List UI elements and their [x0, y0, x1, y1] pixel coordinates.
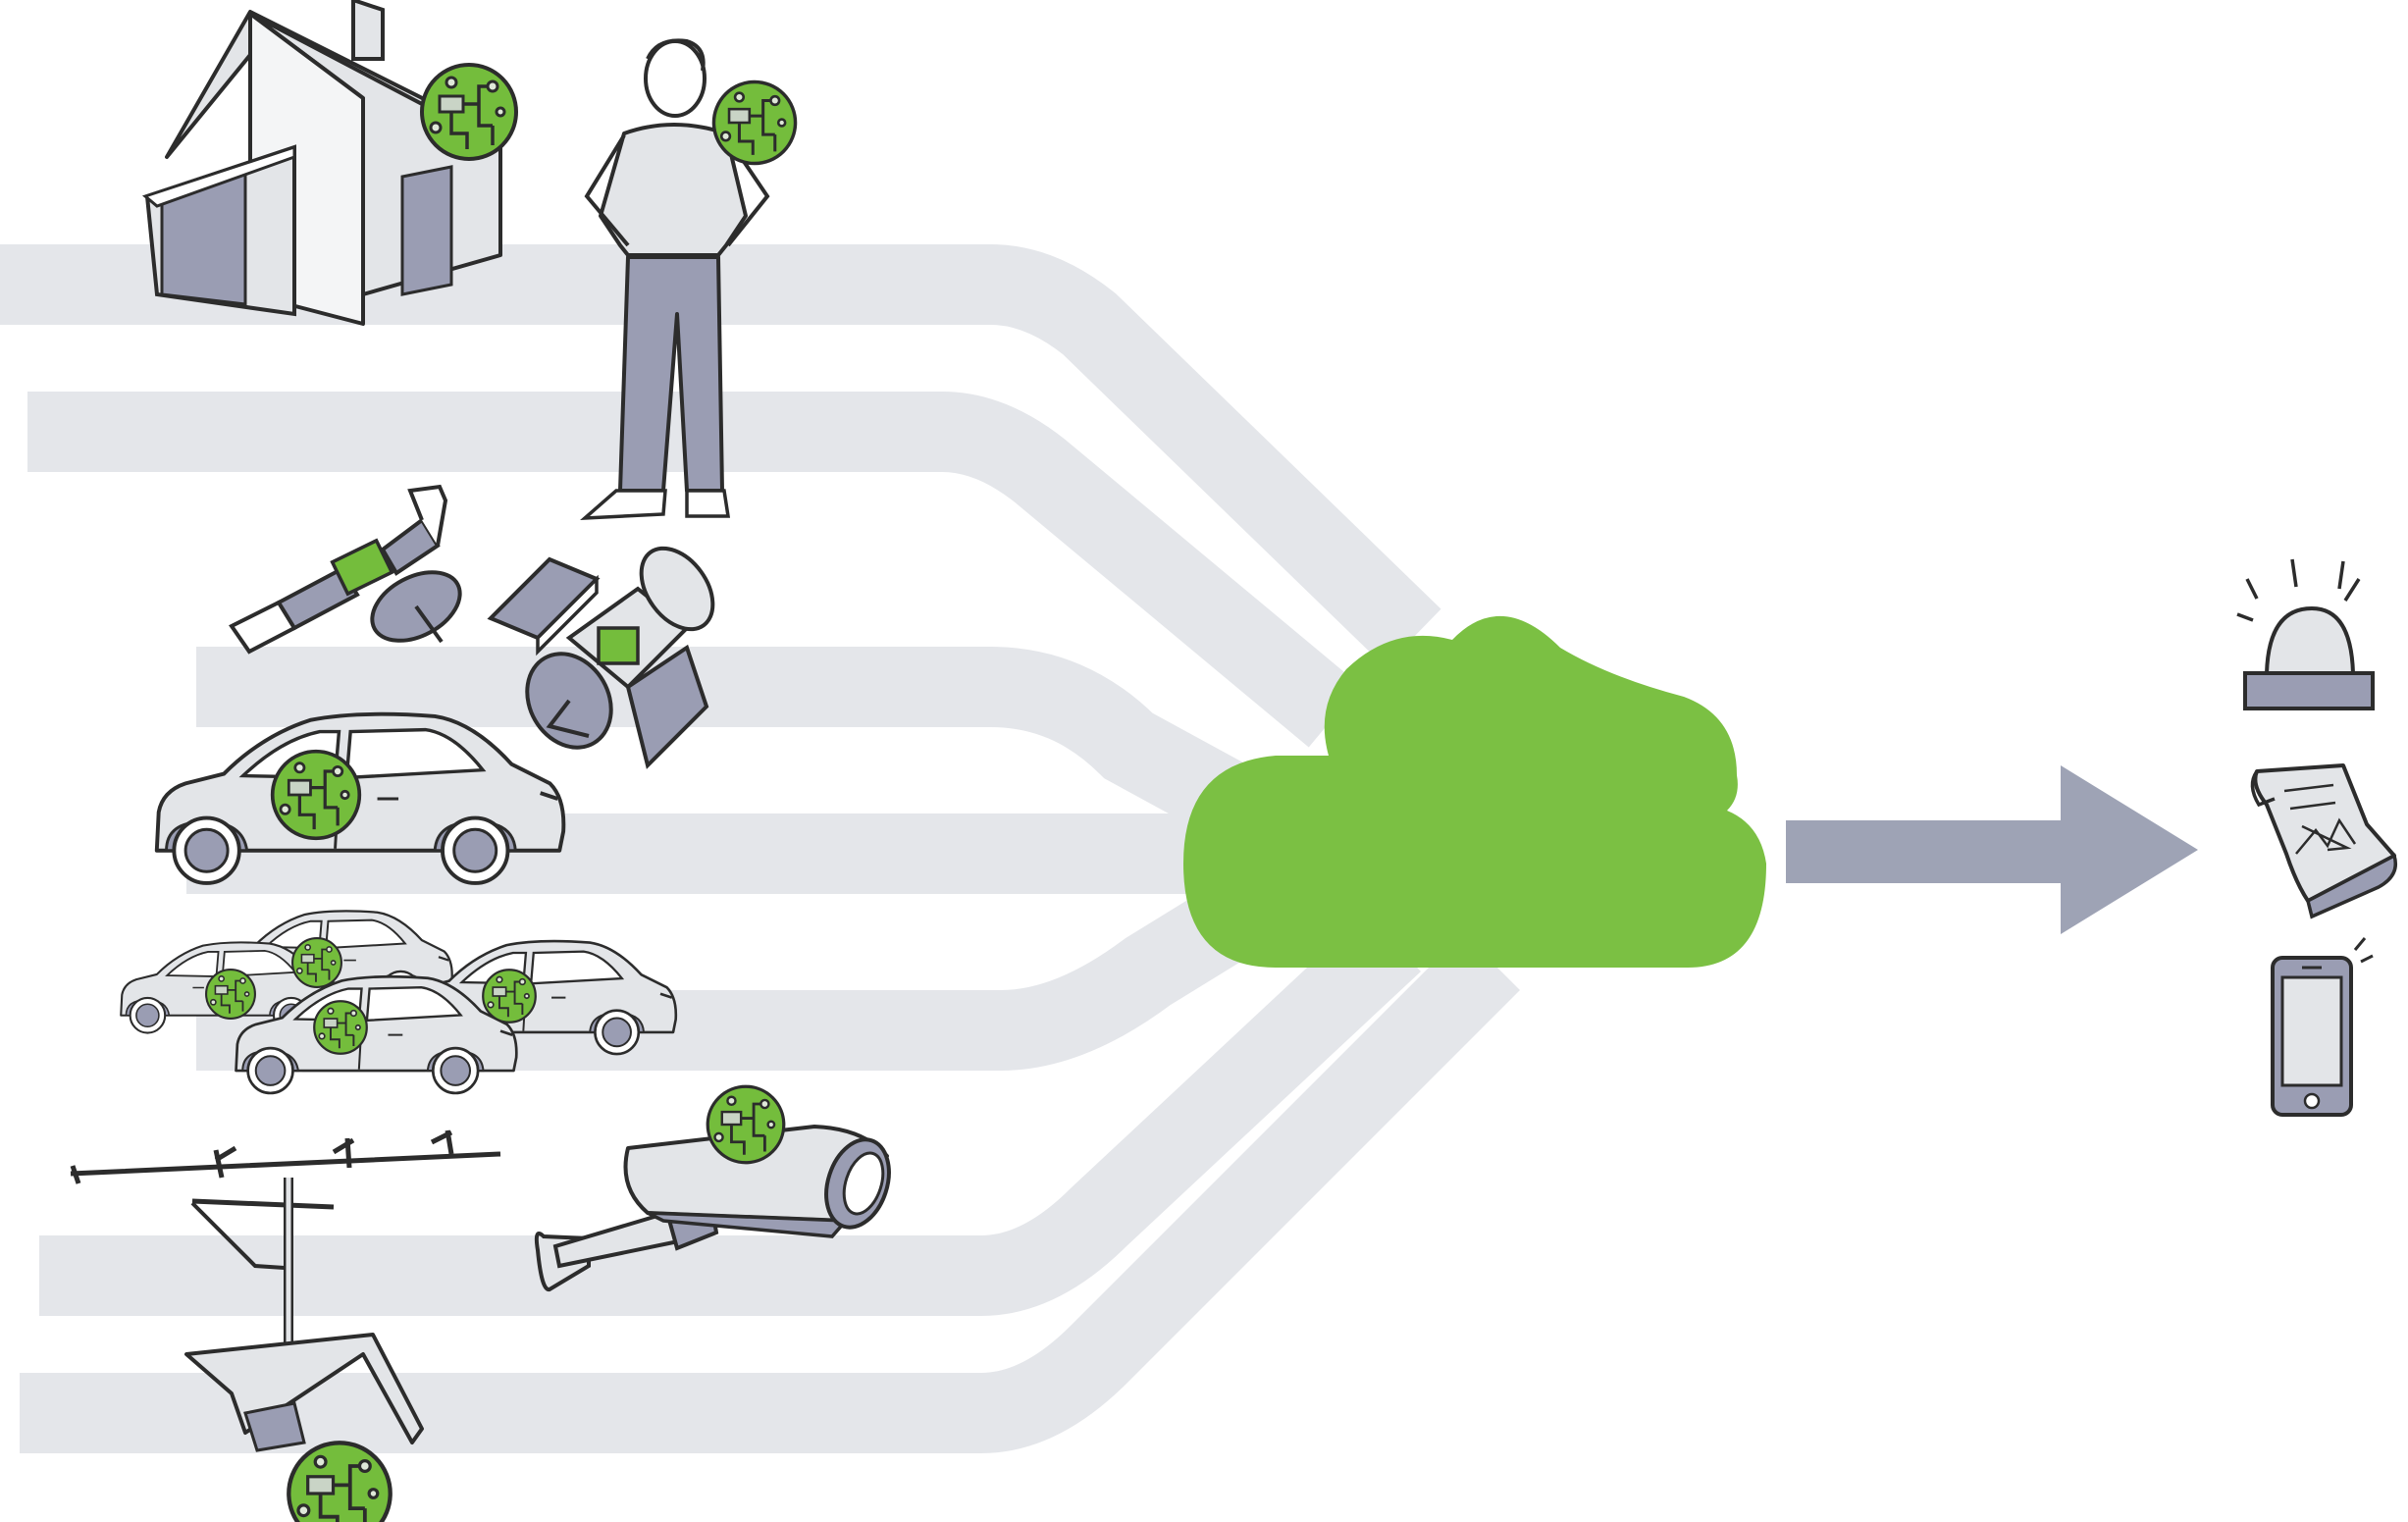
smartphone-icon — [2271, 937, 2374, 1117]
person-icon — [580, 38, 798, 520]
flow-band-1 — [0, 244, 1441, 667]
flow-band-7 — [20, 933, 1520, 1453]
report-scroll-icon — [2250, 763, 2397, 919]
flow-band-6 — [39, 913, 1421, 1316]
antenna-icon — [70, 1129, 501, 1522]
fleet-chip-icon-3 — [313, 1000, 368, 1055]
house-chip-icon — [420, 63, 518, 161]
camera-chip-icon — [706, 1084, 786, 1165]
antenna-chip-icon — [288, 1443, 390, 1522]
flow-band-2 — [27, 392, 1361, 748]
car-chip-icon — [270, 749, 362, 841]
satellite-large-icon — [487, 546, 715, 769]
flow-bands — [0, 244, 1520, 1453]
fleet-chip-icon-4 — [482, 969, 537, 1023]
fleet-chip-icon-2 — [205, 969, 256, 1020]
person-chip-icon — [711, 79, 798, 166]
fleet-chip-icon-1 — [291, 937, 342, 988]
cloud-icon — [1183, 615, 1766, 968]
flow-band-5 — [196, 859, 1297, 1071]
flow-band-3 — [196, 647, 1256, 840]
house-icon — [141, 0, 518, 326]
satellite-small-icon — [229, 484, 462, 655]
alarm-light-icon — [2236, 558, 2375, 710]
camera-icon — [534, 1084, 891, 1291]
output-arrow — [1786, 765, 2198, 934]
